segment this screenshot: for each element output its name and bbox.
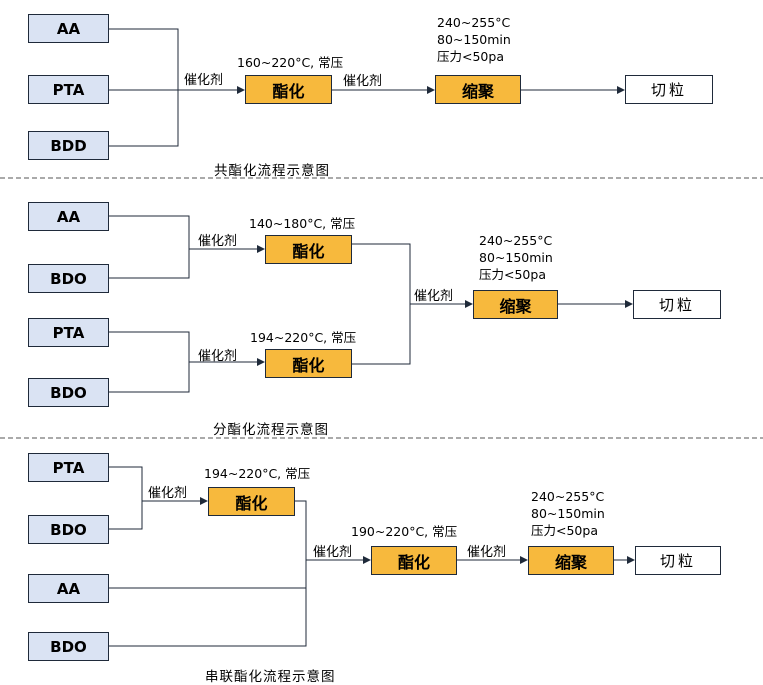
d1-catalyst-label-2: 催化剂 — [343, 74, 383, 89]
d2-input-bdo-2: BDO — [28, 378, 109, 407]
d2-input-pta: PTA — [28, 318, 109, 347]
d1-input-pta: PTA — [28, 75, 109, 104]
d2-top-bus — [109, 215, 190, 279]
d3-catalyst-label-3: 催化剂 — [467, 545, 507, 560]
d1-polycondensation-box: 缩聚 — [435, 75, 521, 104]
d3-input-bdo-2: BDO — [28, 632, 109, 661]
d1-esterification-box: 酯化 — [245, 75, 332, 104]
d3-top-bus — [109, 466, 143, 530]
d2-temp: 240~255°C — [479, 233, 553, 248]
d2-polycondensation-conditions: 240~255°C 80~150min 压力<50pa — [479, 232, 553, 283]
d3-main-bus — [109, 500, 307, 647]
d2-input-bdo-1: BDO — [28, 264, 109, 293]
d3-polycondensation-conditions: 240~255°C 80~150min 压力<50pa — [531, 488, 605, 539]
d3-input-pta: PTA — [28, 453, 109, 482]
d3-input-aa: AA — [28, 574, 109, 603]
d3-temp: 240~255°C — [531, 489, 605, 504]
d2-pellet-box: 切粒 — [633, 290, 721, 319]
d3-condition-1: 194~220°C, 常压 — [204, 466, 311, 481]
d2-esterification-bottom: 酯化 — [265, 349, 352, 378]
d1-input-aa: AA — [28, 14, 109, 43]
d1-catalyst-label-1: 催化剂 — [184, 73, 224, 88]
d1-temp: 240~255°C — [437, 15, 511, 30]
d3-time: 80~150min — [531, 506, 605, 521]
d2-condition-bottom: 194~220°C, 常压 — [250, 330, 357, 345]
d3-catalyst-label-1: 催化剂 — [148, 486, 188, 501]
d3-condition-2: 190~220°C, 常压 — [351, 524, 458, 539]
d3-esterification-1: 酯化 — [208, 487, 295, 516]
d2-input-aa: AA — [28, 202, 109, 231]
d2-catalyst-label-top: 催化剂 — [198, 234, 238, 249]
d2-pressure: 压力<50pa — [479, 267, 546, 282]
d2-merge-line — [352, 243, 411, 365]
d2-time: 80~150min — [479, 250, 553, 265]
d3-title: 串联酯化流程示意图 — [205, 669, 336, 685]
d1-esterification-condition: 160~220°C, 常压 — [237, 55, 344, 70]
d3-catalyst-label-2: 催化剂 — [313, 545, 353, 560]
d3-esterification-2: 酯化 — [371, 546, 457, 575]
d2-condition-top: 140~180°C, 常压 — [249, 216, 356, 231]
d2-esterification-top: 酯化 — [265, 235, 352, 264]
d3-pellet-box: 切粒 — [635, 546, 721, 575]
d1-bus-line — [109, 28, 179, 147]
d1-title: 共酯化流程示意图 — [214, 163, 330, 179]
d1-input-bdd: BDD — [28, 131, 109, 160]
d3-pressure: 压力<50pa — [531, 523, 598, 538]
d1-pressure: 压力<50pa — [437, 49, 504, 64]
d2-title: 分酯化流程示意图 — [213, 422, 329, 438]
d1-time: 80~150min — [437, 32, 511, 47]
d3-polycondensation-box: 缩聚 — [528, 546, 614, 575]
d2-catalyst-label-bottom: 催化剂 — [198, 349, 238, 364]
d1-polycondensation-conditions: 240~255°C 80~150min 压力<50pa — [437, 14, 511, 65]
d3-input-bdo-1: BDO — [28, 515, 109, 544]
d2-bottom-bus — [109, 331, 190, 393]
d2-polycondensation-box: 缩聚 — [473, 290, 558, 319]
d1-pellet-box: 切粒 — [625, 75, 713, 104]
d2-catalyst-label-merge: 催化剂 — [414, 289, 454, 304]
